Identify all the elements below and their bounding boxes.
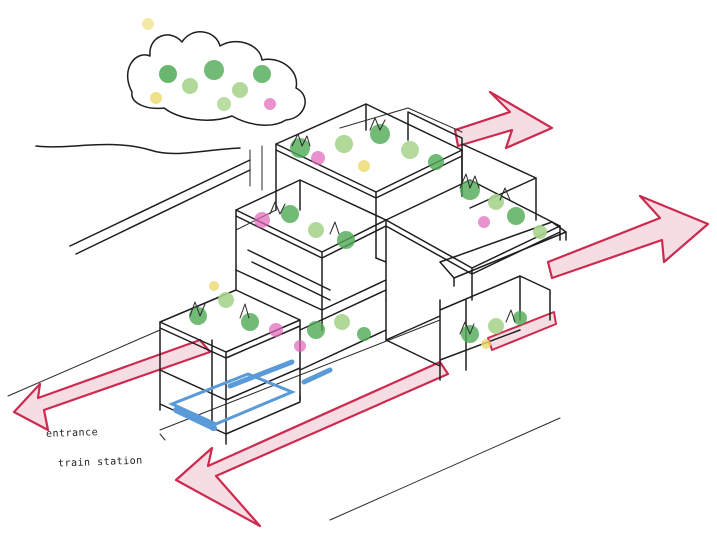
water-channels: [168, 359, 333, 431]
flow-arrow-main-right: [546, 194, 710, 280]
shrub-cluster-middle: [254, 201, 355, 249]
flow-arrow-main-left: [12, 338, 212, 432]
flow-arrow-top-right: [453, 90, 554, 150]
background-trees: [126, 18, 306, 126]
shrub-cluster-right-roof: [459, 173, 547, 239]
shrub-cluster-ground: [294, 309, 527, 352]
flow-arrows: [12, 90, 710, 528]
connecting-columns: [235, 145, 387, 263]
flow-arrow-bottom-tail: [487, 311, 557, 351]
building-frame: [159, 103, 567, 445]
middle-tier: [235, 179, 567, 331]
shrub-cluster-upper-rear: [290, 117, 444, 172]
lower-front-block: [159, 269, 551, 445]
shrub-cluster-lower-front: [189, 281, 283, 337]
planting: [189, 117, 547, 352]
entrance-label: entrance: [45, 427, 99, 440]
flow-arrow-bottom: [174, 360, 450, 528]
